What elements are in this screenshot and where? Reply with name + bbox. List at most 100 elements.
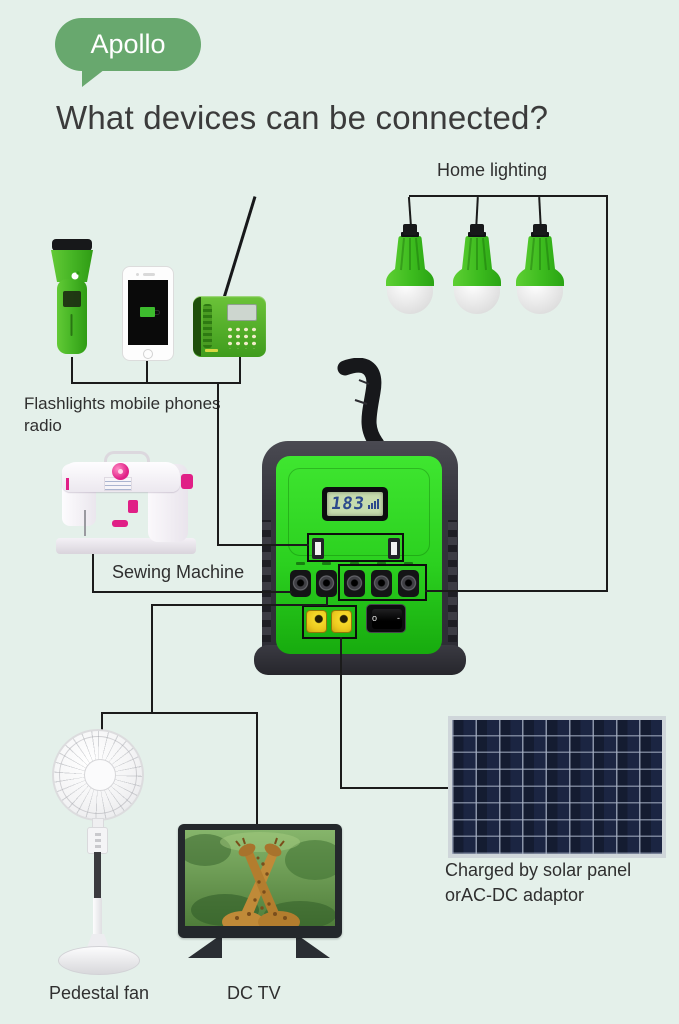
radio-display (227, 304, 257, 321)
dc-output-outline (338, 564, 427, 601)
connector-line (71, 357, 73, 384)
radio-side (193, 297, 201, 356)
dc-tv-label: DC TV (227, 983, 281, 1003)
usb-port (388, 538, 400, 559)
battery-terminal (331, 610, 352, 633)
sewing-button (112, 520, 128, 527)
page-title: What devices can be connected? (56, 99, 549, 136)
battery-tip (155, 310, 160, 315)
connector-line (151, 604, 328, 606)
connector-line (256, 712, 258, 828)
fan-hub (84, 759, 116, 791)
port-label-mark (296, 562, 305, 565)
fan-control-box (87, 827, 108, 854)
sewing-dial-knob (112, 463, 129, 480)
phone-speaker (143, 273, 155, 276)
port-label-mark (350, 562, 359, 565)
carry-handle (337, 358, 385, 450)
connector-line (146, 360, 148, 384)
tv-foot (296, 934, 330, 958)
lcd-battery-icon (367, 499, 379, 509)
flashlight-icon (47, 239, 97, 363)
phone-camera (136, 273, 139, 276)
solar-panel-icon (448, 716, 666, 858)
portables-label-line1: Flashlights mobile phones (24, 394, 221, 413)
port-label-mark (404, 562, 413, 565)
station-face-outline (288, 468, 430, 556)
radio-keypad (226, 326, 259, 349)
station-grip-right (448, 520, 457, 642)
sewing-needle (84, 510, 86, 536)
connector-line (101, 712, 258, 714)
connector-line (425, 590, 608, 592)
led-bulb-icon (383, 224, 437, 318)
brand-badge: Apollo (55, 18, 201, 71)
usb-ports-outline (307, 533, 404, 562)
port-label-mark (377, 562, 386, 565)
usb-port (312, 538, 324, 559)
port-label-mark (322, 562, 331, 565)
battery-charging-icon (140, 307, 155, 317)
sewing-selector (128, 500, 138, 513)
solar-label-line1: Charged by solar panel (445, 860, 632, 880)
connector-line (606, 195, 608, 592)
phone-home-button (143, 349, 153, 359)
mobile-phone-icon (122, 266, 174, 361)
sewing-stitch-panel (104, 477, 132, 491)
dc-jack-port (344, 570, 365, 597)
connector-line (101, 712, 103, 732)
connector-line (151, 604, 153, 714)
home-lighting-label: Home lighting (437, 160, 548, 180)
radio-speaker (203, 304, 212, 348)
fan-cage (52, 729, 144, 821)
solar-label-line2: orAC-DC adaptor (445, 885, 585, 905)
fan-pole-lower (93, 898, 102, 950)
sewing-lever (66, 478, 69, 490)
connector-line (92, 591, 292, 593)
led-bulb-icon (513, 224, 567, 318)
pedestal-fan-label: Pedestal fan (49, 983, 150, 1003)
connector-line (217, 544, 309, 546)
connector-line (326, 597, 328, 606)
portables-label-line2: radio (24, 416, 62, 435)
sewing-machine-icon (52, 450, 202, 560)
station-lcd: 183 (322, 487, 388, 521)
connector-line (340, 787, 450, 789)
connector-line (409, 195, 608, 197)
tv-icon (178, 824, 342, 938)
fan-pole-upper (94, 852, 101, 898)
power-switch: o - (366, 604, 406, 633)
station-lcd-screen: 183 (327, 492, 383, 516)
switch-on-mark: o (372, 613, 378, 623)
sewing-machine-label: Sewing Machine (112, 562, 245, 582)
sewing-base (56, 538, 196, 554)
sewing-handle (104, 451, 150, 463)
connector-line (92, 552, 94, 593)
tv-foot (188, 934, 222, 958)
phone-screen (128, 280, 168, 345)
connector-line (71, 382, 241, 384)
connector-line (239, 356, 241, 384)
sewing-side-switch (181, 474, 193, 489)
dc-jack-port (398, 570, 419, 597)
dc-jack-port (290, 570, 311, 597)
fan-base (58, 946, 140, 975)
station-grip-left (262, 520, 271, 642)
power-switch-rocker (372, 609, 402, 629)
switch-off-mark: - (397, 613, 400, 623)
dc-jack-port (371, 570, 392, 597)
brand-badge-tail (82, 66, 109, 87)
brand-badge-label: Apollo (90, 29, 166, 59)
connector-line (217, 383, 219, 546)
tv-screen (185, 830, 335, 926)
led-bulb-icon (450, 224, 504, 318)
battery-terminal (306, 610, 327, 633)
dc-jack-port (316, 570, 337, 597)
radio-logo (205, 349, 218, 352)
connector-line (340, 637, 342, 789)
battery-terminals-outline (302, 605, 357, 639)
